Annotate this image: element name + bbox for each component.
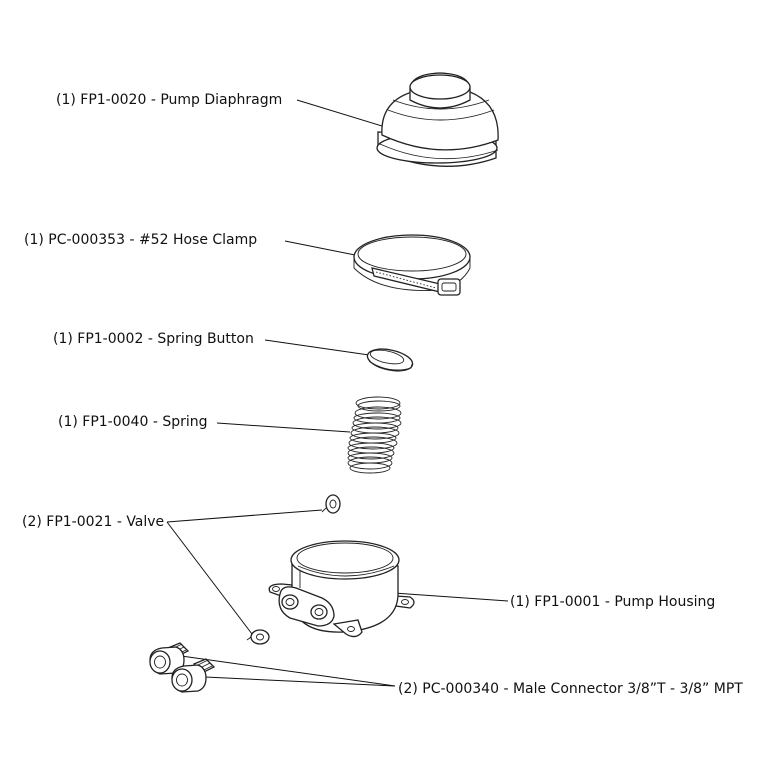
spring-button-part [366, 348, 414, 372]
pump-diaphragm-part [376, 72, 499, 167]
pump-housing-part [268, 540, 415, 638]
label-pump-diaphragm: (1) FP1-0020 - Pump Diaphragm [56, 92, 283, 108]
leader-valve-lower [166, 521, 253, 635]
leader-spring-button [264, 339, 377, 357]
valve-part-upper [321, 494, 341, 514]
label-spring: (1) FP1-0040 - Spring [58, 414, 208, 430]
label-pump-housing: (1) FP1-0001 - Pump Housing [510, 594, 716, 610]
label-valve: (2) FP1-0021 - Valve [22, 514, 165, 530]
male-connector-part-upper [149, 642, 190, 675]
leader-valve-upper [166, 509, 323, 523]
leader-connector-lower [204, 676, 396, 687]
leader-connector-upper [159, 652, 396, 687]
valve-part-lower [246, 629, 270, 645]
label-hose-clamp: (1) PC-000353 - #52 Hose Clamp [24, 232, 258, 248]
leader-pump-housing [379, 591, 509, 602]
hose-clamp-part [353, 234, 471, 296]
male-connector-part-lower [171, 658, 216, 693]
leader-spring [216, 422, 351, 433]
label-male-connector: (2) PC-000340 - Male Connector 3/8”T - 3… [398, 681, 743, 697]
label-spring-button: (1) FP1-0002 - Spring Button [53, 331, 254, 347]
spring-part [347, 396, 402, 474]
